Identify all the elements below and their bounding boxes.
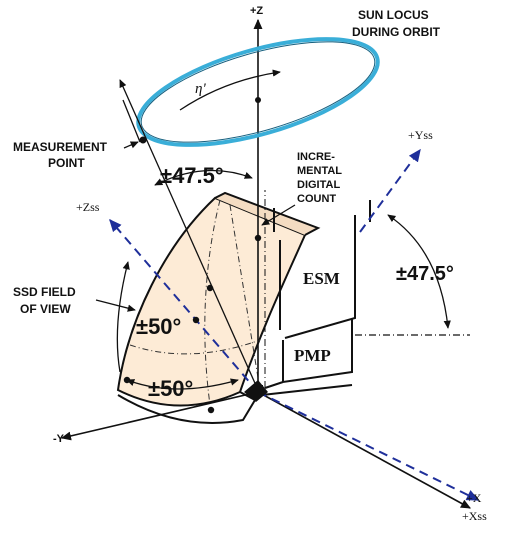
neg-y-axis xyxy=(60,391,259,441)
fov-bottom-edge xyxy=(117,391,257,424)
axis-neg-y-label: -Y xyxy=(53,433,65,445)
fov-dot xyxy=(192,316,200,324)
incremental-label-line3: DIGITAL xyxy=(297,179,340,191)
eta-label: η' xyxy=(195,81,206,97)
angle-low-label: ±50° xyxy=(148,376,193,401)
fov-dot xyxy=(123,376,131,384)
z-axis-point xyxy=(255,97,261,103)
ssd-field-label-line2: OF VIEW xyxy=(20,302,71,316)
pmp-box xyxy=(264,318,353,389)
eta-arc xyxy=(179,69,281,111)
sensor-origin xyxy=(244,380,268,402)
ssd-field-label-line1: SSD FIELD xyxy=(13,285,76,299)
yss-axis xyxy=(359,148,421,233)
axis-xss-label: +Xss xyxy=(462,509,487,523)
zss-axis xyxy=(109,218,259,393)
x-axis xyxy=(257,391,471,509)
angle-mid-label: ±50° xyxy=(136,314,181,339)
sun-locus-ellipse-inner xyxy=(140,41,376,143)
incremental-count-arrow xyxy=(261,204,296,226)
axis-x-label: +X xyxy=(466,491,482,505)
fov-grid-line xyxy=(129,339,261,355)
xss-axis xyxy=(257,391,480,501)
measurement-leader xyxy=(123,141,139,149)
pmp-base xyxy=(261,384,353,397)
angle-top-label: ±47.5° xyxy=(160,163,224,188)
axis-z-label: +Z xyxy=(250,5,263,17)
measurement-ray-upper xyxy=(122,99,141,143)
measurement-point-label-line1: MEASUREMENT xyxy=(13,140,108,154)
ssd-field-leader xyxy=(95,299,136,312)
incremental-label-line4: COUNT xyxy=(297,193,336,205)
esm-label: ESM xyxy=(303,269,340,288)
angle-arc-right xyxy=(387,214,451,329)
sun-locus-ellipse xyxy=(136,37,380,147)
measurement-ray xyxy=(119,79,259,391)
fov-dot xyxy=(254,234,262,242)
incremental-label-line2: MENTAL xyxy=(297,165,342,177)
angle-arc-top xyxy=(154,169,253,186)
angle-arc-mid xyxy=(116,261,130,373)
fov-grid-line xyxy=(229,204,261,391)
esm-box xyxy=(279,215,356,339)
sun-locus-label-line2: DURING ORBIT xyxy=(352,25,441,39)
angle-arc-low xyxy=(126,378,239,390)
angle-right-label: ±47.5° xyxy=(396,263,454,285)
fov-front-edge xyxy=(214,191,321,236)
pmp-label: PMP xyxy=(294,346,331,365)
fov-dot xyxy=(206,284,214,292)
axis-yss-label: +Yss xyxy=(408,128,433,142)
axis-zss-label: +Zss xyxy=(76,200,100,214)
incremental-label-line1: INCRE- xyxy=(297,151,335,163)
measurement-point-label-line2: POINT xyxy=(48,156,85,170)
fov-dot xyxy=(207,406,215,414)
ssd-fov-surface xyxy=(116,196,307,407)
measurement-point-dot xyxy=(139,136,147,144)
sun-locus-label-line1: SUN LOCUS xyxy=(358,8,429,22)
